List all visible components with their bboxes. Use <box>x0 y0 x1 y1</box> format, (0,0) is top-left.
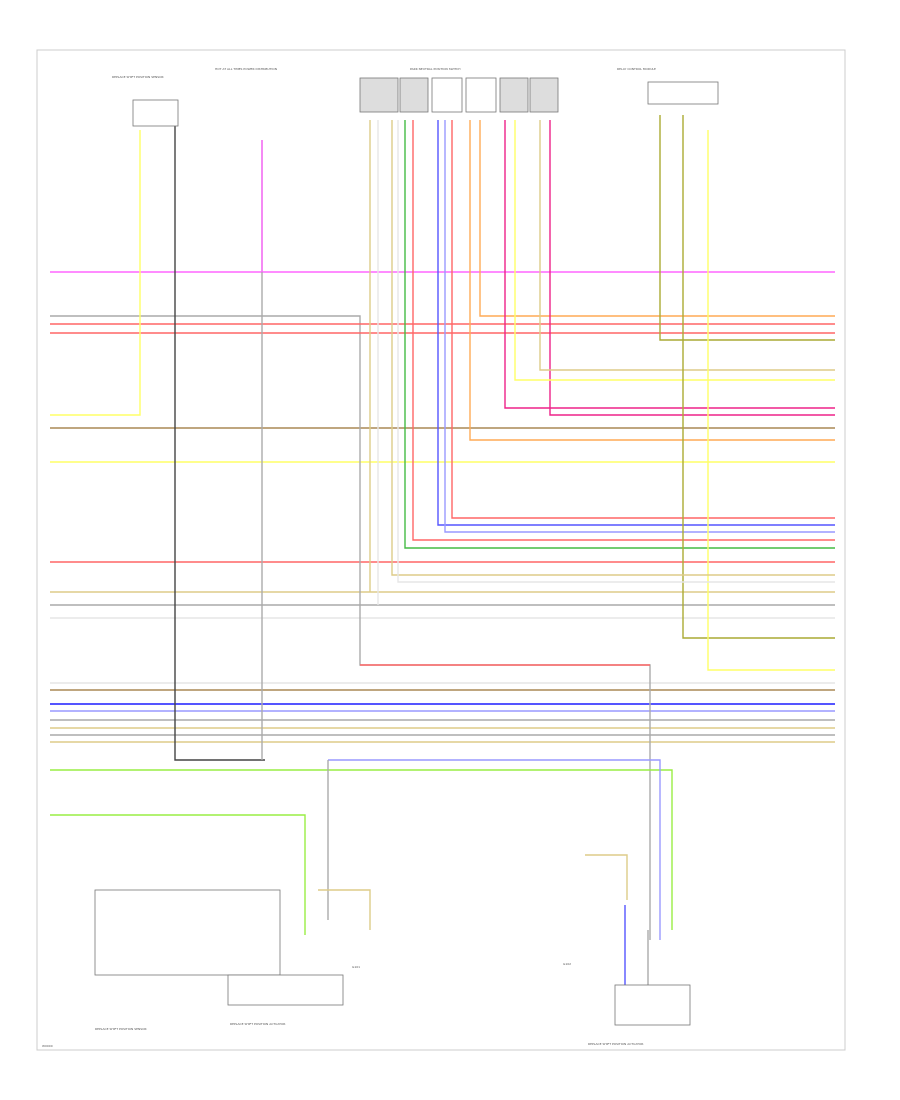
top-left-component <box>132 99 179 127</box>
diagram-border <box>36 49 846 1051</box>
wire-tan-39 <box>391 120 835 576</box>
wire-red-26 <box>412 120 835 541</box>
wire-lavender-42 <box>328 759 661 940</box>
wire-orange-30 <box>469 120 835 441</box>
wire-orange-31 <box>479 120 835 317</box>
label-ground-left: G101 <box>352 965 360 969</box>
label-top-center: PARK NEUTRAL POSITION SWITCH <box>410 67 460 71</box>
wire-red-29 <box>451 120 835 519</box>
wire-tan-35 <box>539 120 835 371</box>
wire-blue-27 <box>437 120 835 526</box>
bottom-left-module <box>94 889 281 976</box>
wire-white-40 <box>397 120 835 583</box>
label-top-right: RELAY CONTROL MODULE <box>617 67 656 71</box>
wire-lavender-28 <box>444 120 835 533</box>
label-ground-right: G102 <box>563 962 571 966</box>
wire-yellow-34 <box>514 120 835 381</box>
wire-tan-45 <box>318 889 371 930</box>
wire-group <box>50 115 835 985</box>
wire-olive-37 <box>682 115 835 639</box>
page-code: W0000 <box>42 1044 53 1048</box>
wire-tan-46 <box>585 854 628 900</box>
top-right-component <box>647 81 719 105</box>
bottom-right-module <box>614 984 691 1026</box>
relay-group <box>359 77 559 113</box>
wire-magenta-32 <box>504 120 835 409</box>
wire-green-25 <box>404 120 835 549</box>
wire-yellow-38 <box>707 130 835 671</box>
wire-yellow-19 <box>50 130 141 416</box>
wire-lightgreen-44 <box>50 814 306 935</box>
wire-lightgreen-41 <box>50 769 673 930</box>
label-top-center-left: HOT AT ALL TIMES POWER DISTRIBUTION <box>215 67 277 71</box>
wire-black-20 <box>174 125 265 761</box>
wire-olive-36 <box>659 115 835 341</box>
wire-magenta-33 <box>549 120 835 416</box>
label-top-left: REPLACE SHIFT POSITION SENSOR <box>112 75 164 79</box>
bottom-center-module <box>227 974 344 1006</box>
label-bottom-left-module: REPLACE SHIFT POSITION SENSOR <box>95 1027 147 1031</box>
label-bottom-center-module: REPLACE SHIFT POSITION ACTUATOR <box>230 1022 285 1026</box>
label-bottom-right-module: REPLACE SHIFT POSITION ACTUATOR <box>588 1042 643 1046</box>
